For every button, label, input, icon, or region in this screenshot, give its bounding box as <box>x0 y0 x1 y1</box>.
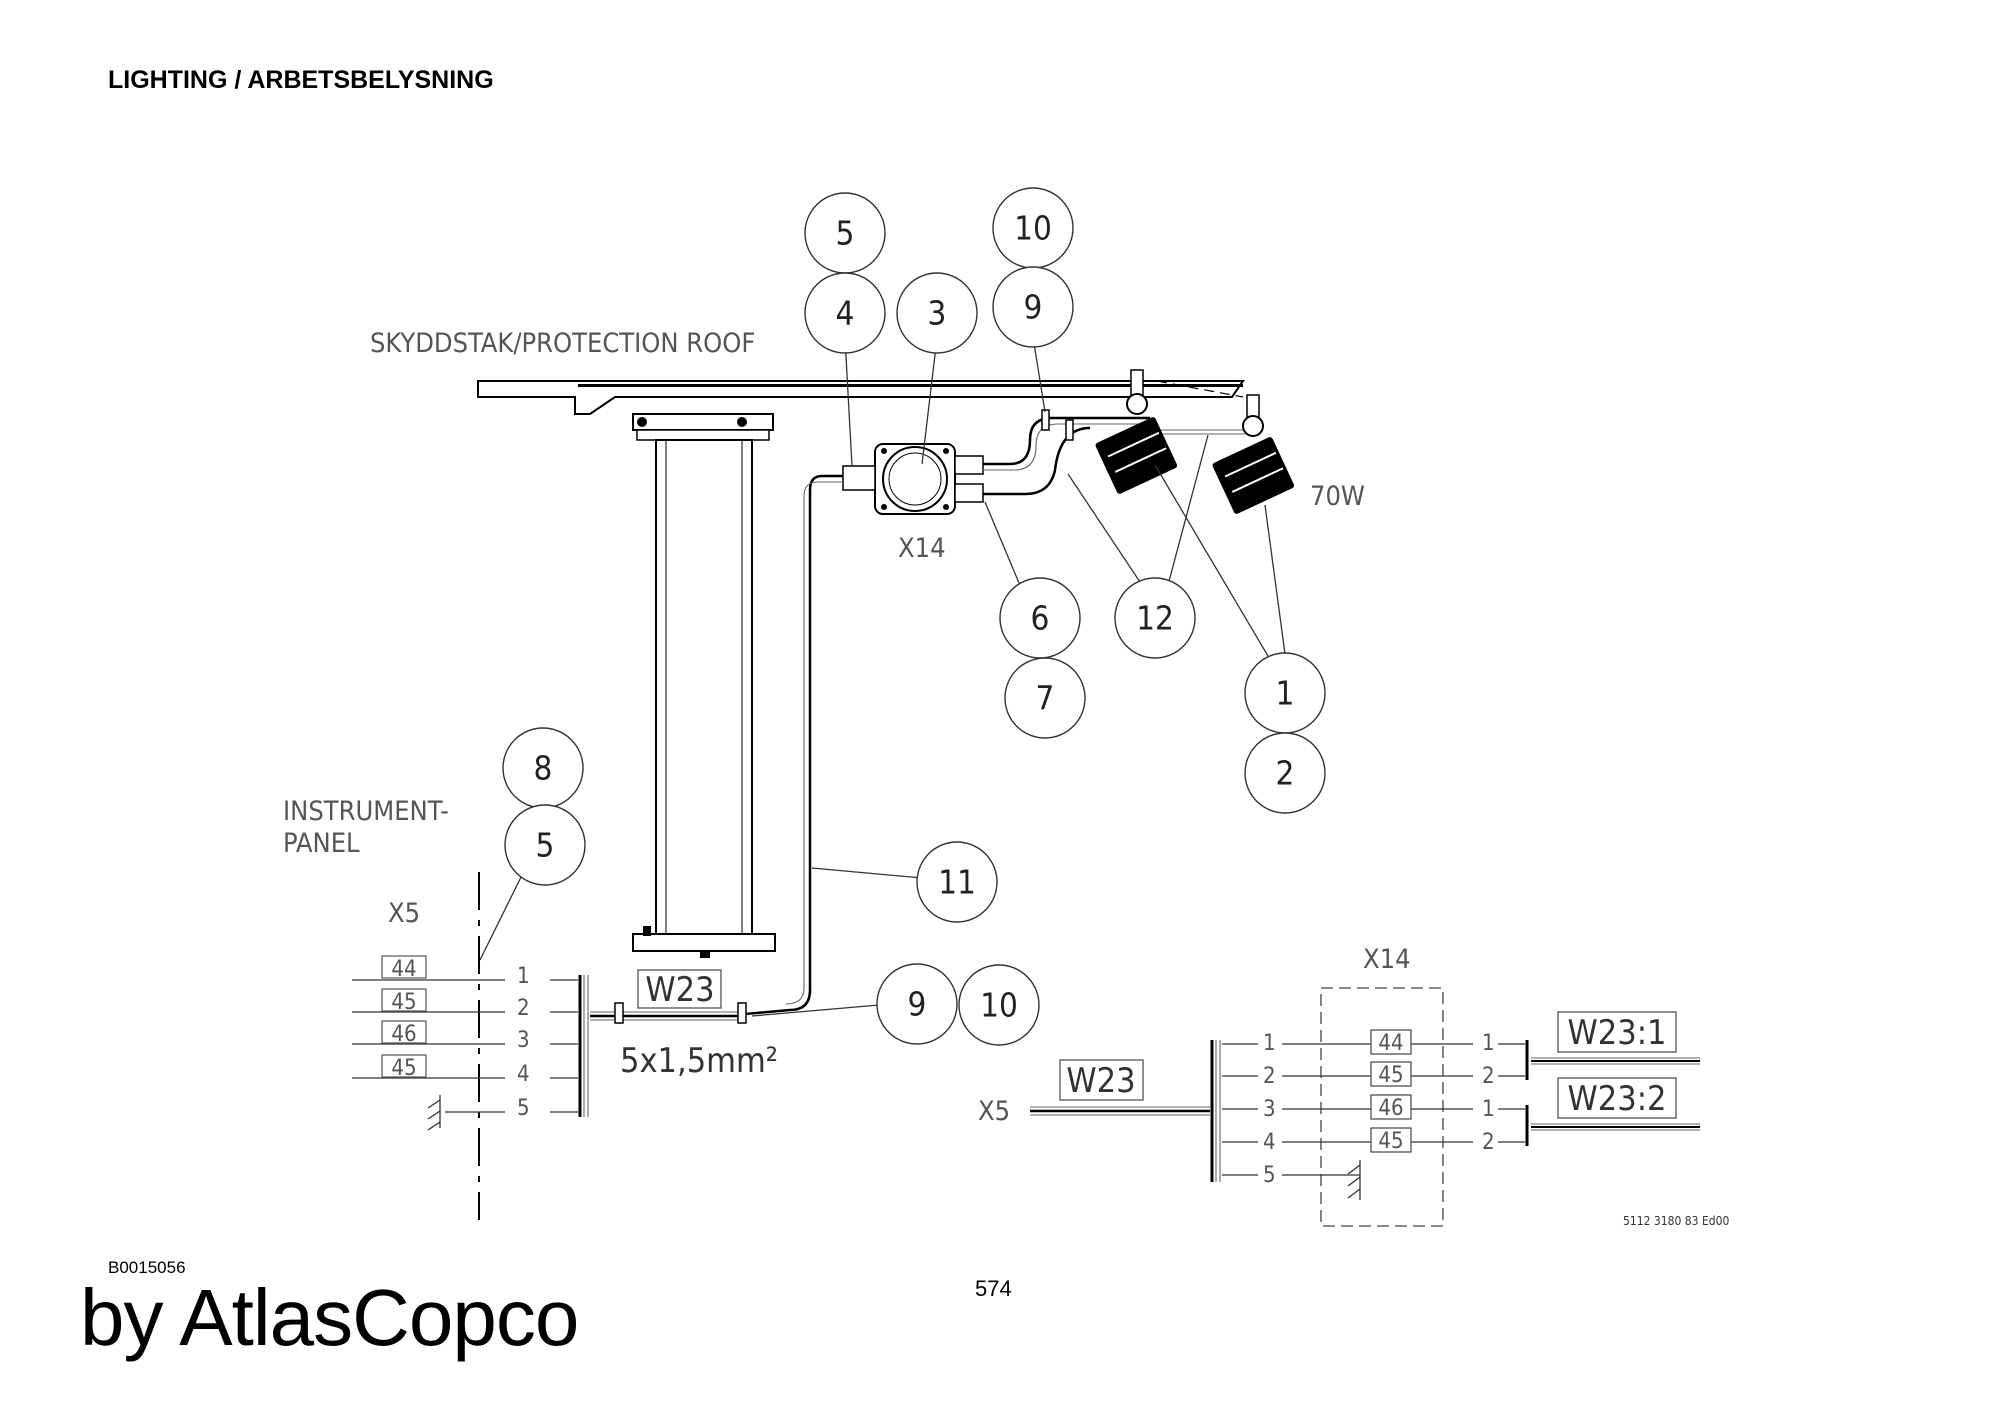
schematic-in-pin-3: 3 <box>1263 1097 1276 1122</box>
junction-box-label: X14 <box>898 533 946 564</box>
schematic-wire-code-3: 46 <box>1378 1096 1403 1121</box>
balloon-5-panel: 5 <box>504 804 586 886</box>
schematic-wire-code-4: 45 <box>1378 1129 1403 1154</box>
left-pin-1: 1 <box>517 964 530 989</box>
balloon-1: 1 <box>1244 652 1326 734</box>
schematic-in-pin-2: 2 <box>1263 1064 1276 1089</box>
balloon-10-top: 10 <box>992 187 1074 269</box>
schematic-out-pin-1: 1 <box>1482 1031 1495 1056</box>
svg-text:9: 9 <box>1024 288 1043 327</box>
schematic-cable-label: W23 <box>1066 1061 1135 1101</box>
schematic-out-pin-2: 2 <box>1482 1064 1495 1089</box>
svg-text:8: 8 <box>534 749 553 788</box>
page-number: 574 <box>975 1276 1012 1301</box>
x5-label: X5 <box>388 898 420 929</box>
schematic-in-pin-4: 4 <box>1263 1130 1276 1155</box>
balloon-9-bottom: 9 <box>876 963 958 1045</box>
schematic-box-label: X14 <box>1363 944 1411 975</box>
schematic-outputs <box>1498 1011 1700 1146</box>
left-pin-3: 3 <box>517 1028 530 1053</box>
schematic-x14-box <box>1282 987 1473 1227</box>
cable-label: W23 <box>645 970 714 1010</box>
leader-lines <box>479 336 1286 1017</box>
document-id: B0015056 <box>108 1258 186 1277</box>
schematic-out-pin-4: 2 <box>1482 1130 1495 1155</box>
schematic-connector-label: X5 <box>978 1096 1010 1127</box>
balloon-5-top: 5 <box>804 192 886 274</box>
svg-text:5: 5 <box>836 214 855 253</box>
svg-text:10: 10 <box>980 986 1018 1025</box>
svg-text:5: 5 <box>536 826 555 865</box>
svg-text:9: 9 <box>908 985 927 1024</box>
output-w23-1: W23:1 <box>1568 1013 1667 1053</box>
balloon-12: 12 <box>1114 577 1196 659</box>
left-pin-2: 2 <box>517 996 530 1021</box>
left-wire-code-4: 45 <box>391 1056 416 1081</box>
svg-text:6: 6 <box>1031 599 1050 638</box>
svg-text:11: 11 <box>938 863 976 902</box>
cable-runs <box>744 409 1245 1016</box>
left-wire-code-1: 44 <box>391 957 416 982</box>
panel-label-line1: INSTRUMENT- <box>283 796 449 827</box>
balloon-2: 2 <box>1244 732 1326 814</box>
brand-watermark: by AtlasCopco <box>80 1273 579 1362</box>
balloon-10-bottom: 10 <box>958 964 1040 1046</box>
svg-text:7: 7 <box>1036 679 1055 718</box>
balloon-6: 6 <box>999 577 1081 659</box>
output-w23-2: W23:2 <box>1568 1079 1667 1119</box>
drawing-number: 5112 3180 83 Ed00 <box>1623 1214 1729 1228</box>
schematic-wire-code-1: 44 <box>1378 1031 1403 1056</box>
balloon-3: 3 <box>896 272 978 354</box>
panel-label-line2: PANEL <box>283 828 360 859</box>
work-lamp-2 <box>1212 394 1295 514</box>
svg-text:3: 3 <box>928 294 947 333</box>
schematic-wire-code-2: 45 <box>1378 1063 1403 1088</box>
svg-text:1: 1 <box>1276 674 1295 713</box>
svg-text:2: 2 <box>1276 754 1295 793</box>
lamp-power-label: 70W <box>1310 481 1365 512</box>
balloon-9-top: 9 <box>992 266 1074 348</box>
work-lamp-1 <box>1095 369 1178 494</box>
protection-roof <box>477 380 1245 415</box>
svg-text:4: 4 <box>836 294 855 333</box>
instrument-panel-terminal <box>352 872 589 1220</box>
schematic-in-pin-5: 5 <box>1263 1163 1276 1188</box>
left-pin-5: 5 <box>517 1096 530 1121</box>
schematic-in-pin-1: 1 <box>1263 1031 1276 1056</box>
schematic-input-bus <box>1030 1040 1258 1182</box>
cable-spec: 5x1,5mm² <box>620 1041 778 1081</box>
left-wire-code-3: 46 <box>391 1022 416 1047</box>
junction-box-x14 <box>842 443 984 515</box>
schematic-out-pin-3: 1 <box>1482 1097 1495 1122</box>
support-post <box>632 413 776 958</box>
balloon-7: 7 <box>1004 657 1086 739</box>
balloon-8: 8 <box>502 727 584 809</box>
roof-label: SKYDDSTAK/PROTECTION ROOF <box>370 328 755 359</box>
svg-text:10: 10 <box>1014 209 1052 248</box>
balloon-11: 11 <box>916 841 998 923</box>
svg-text:12: 12 <box>1136 599 1174 638</box>
left-pin-4: 4 <box>517 1062 530 1087</box>
balloon-4: 4 <box>804 272 886 354</box>
page-title: LIGHTING / ARBETSBELYSNING <box>108 66 494 94</box>
w23-cable <box>590 969 747 1024</box>
left-wire-code-2: 45 <box>391 990 416 1015</box>
